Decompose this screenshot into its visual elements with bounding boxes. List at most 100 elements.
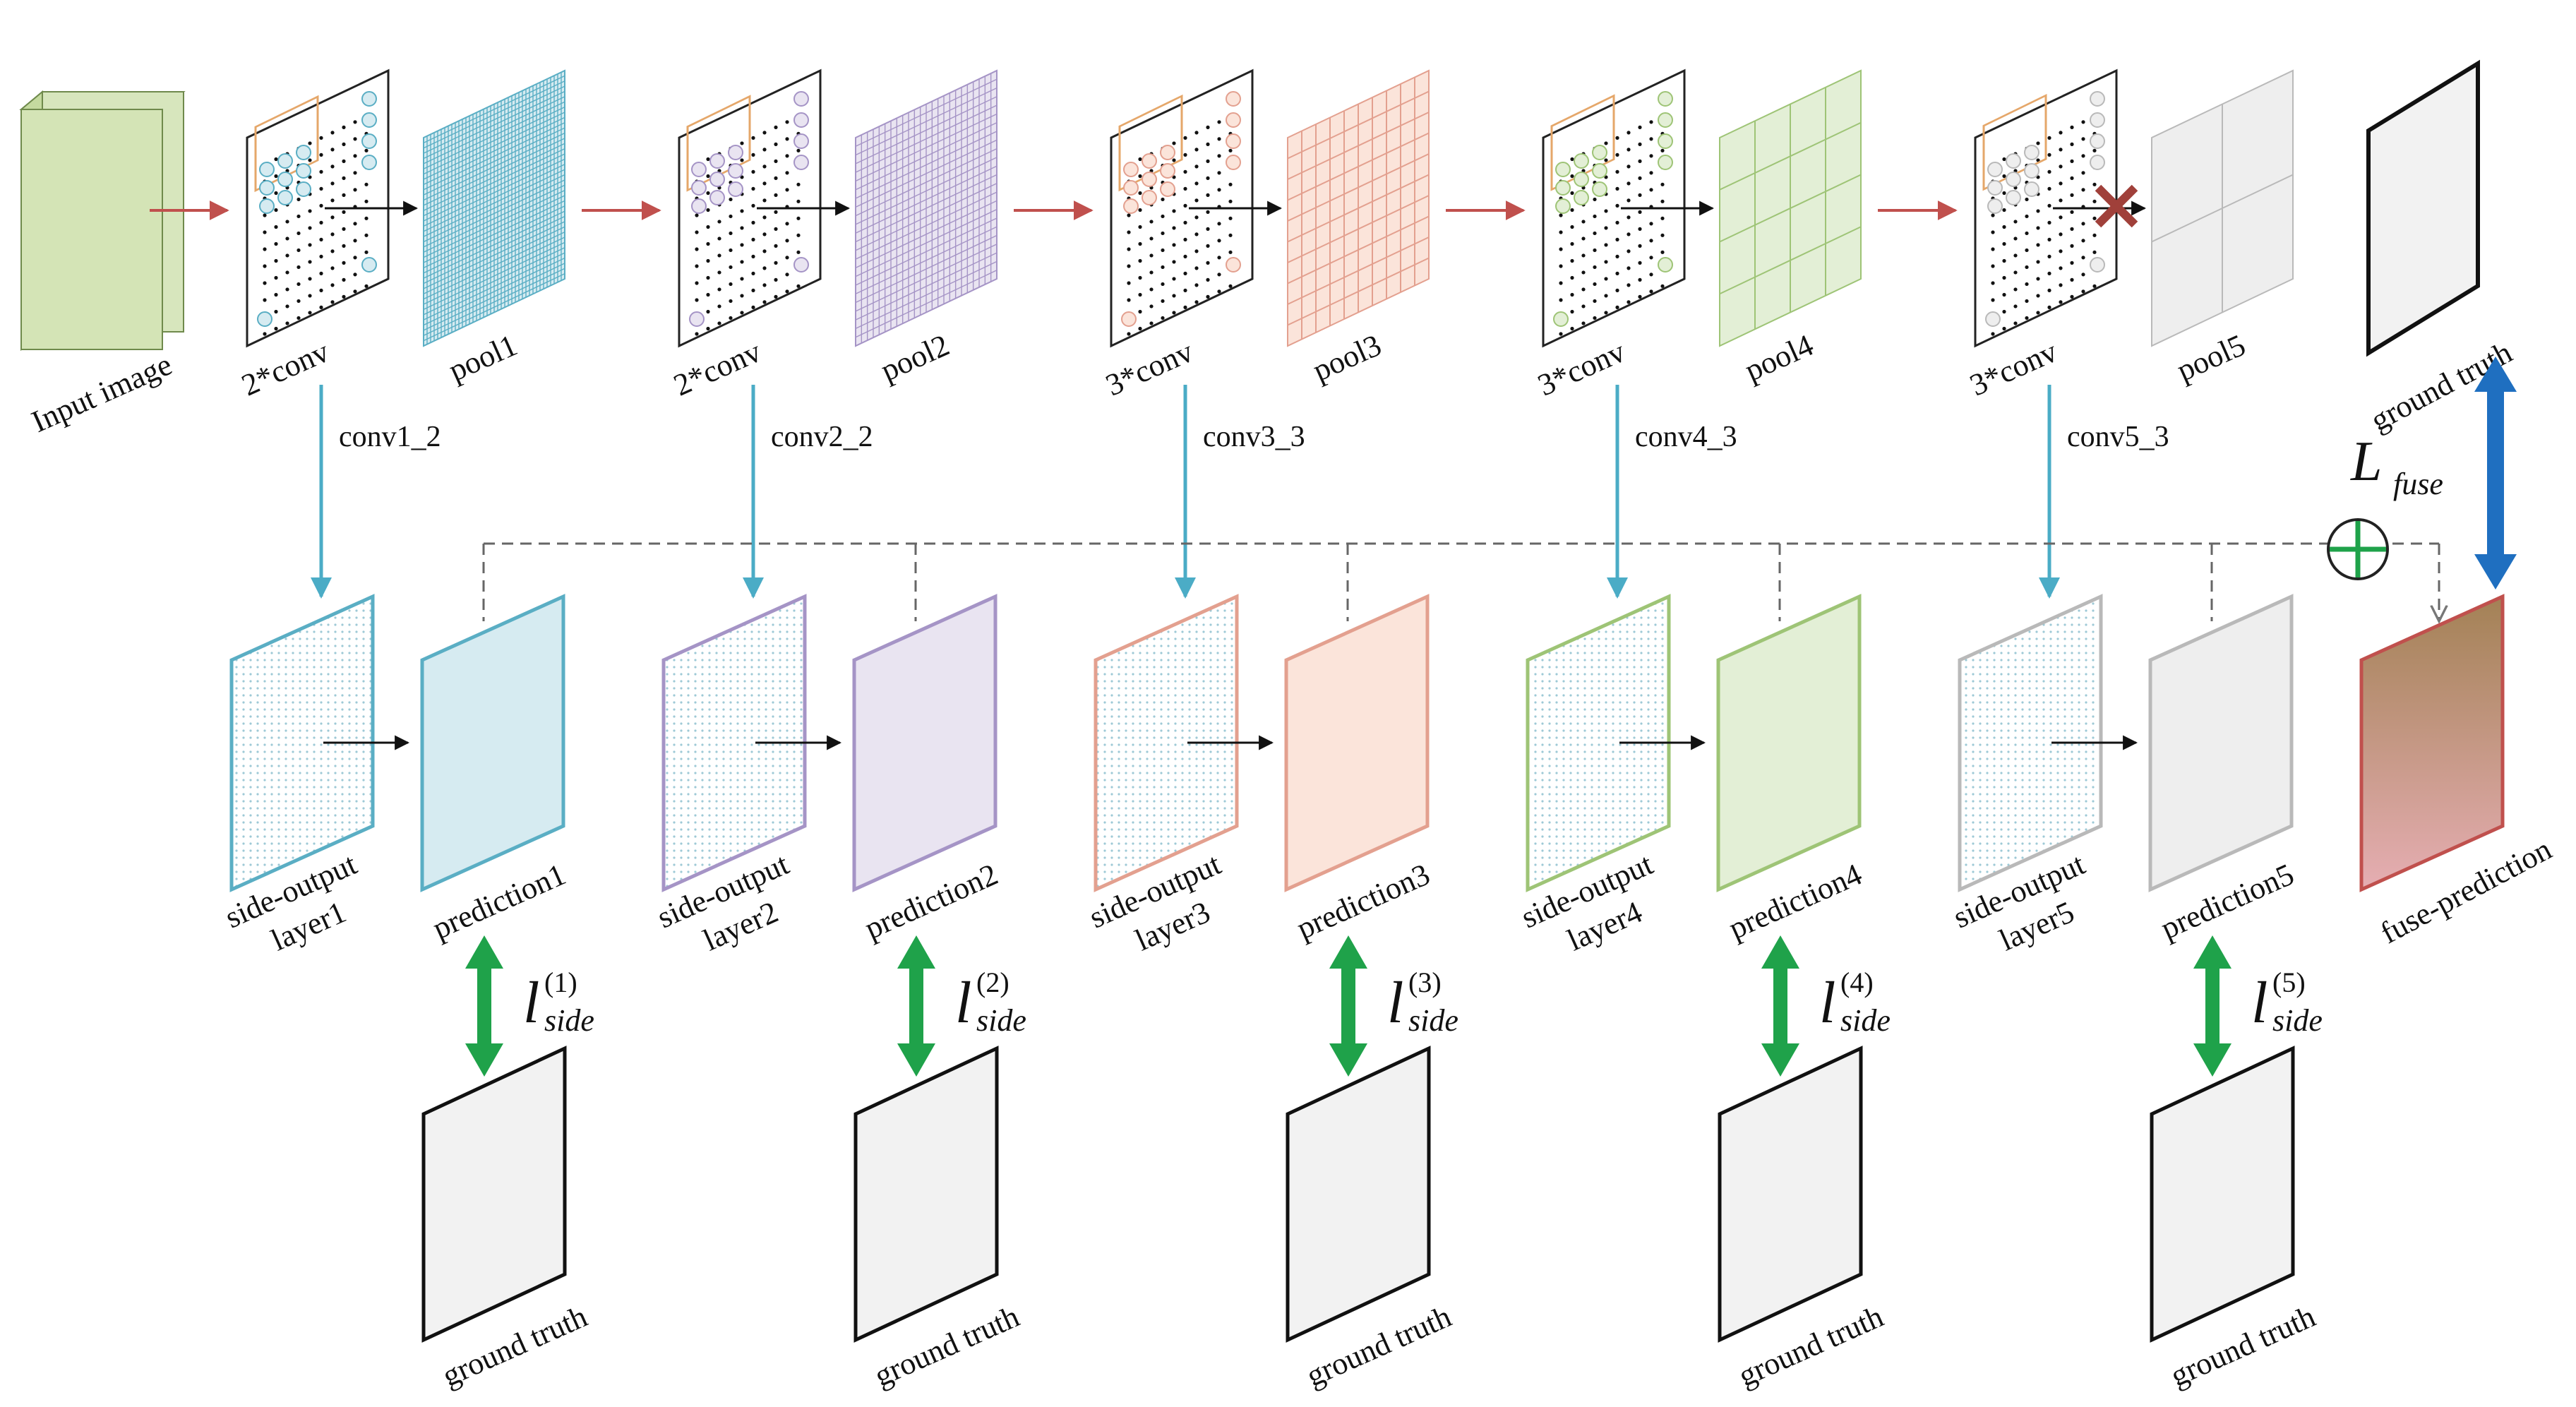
- neuron-dot: [2002, 157, 2006, 162]
- neuron-dot: [762, 198, 767, 203]
- side-output-layer: [661, 594, 807, 892]
- neuron-dot: [342, 193, 346, 197]
- neuron-dot: [1570, 174, 1574, 179]
- kernel-unit: [1987, 198, 2003, 214]
- neuron-dot: [1217, 289, 1221, 294]
- kernel-unit: [277, 153, 293, 169]
- arrow-head: [1761, 1043, 1799, 1077]
- neuron-dot: [751, 237, 755, 241]
- neuron-dot: [2002, 258, 2006, 263]
- conv-block: [678, 68, 822, 348]
- neuron-dot: [330, 148, 335, 152]
- neuron-dot: [1172, 158, 1176, 162]
- side-loss-subscript: side: [976, 1003, 1026, 1038]
- neuron-dot: [2070, 176, 2074, 180]
- neuron-dot: [796, 199, 801, 203]
- neuron-dot: [1138, 157, 1142, 162]
- neuron-dot: [1194, 215, 1199, 220]
- neuron-dot: [729, 214, 733, 219]
- neuron-dot: [308, 141, 312, 145]
- pool-label: pool5: [2171, 328, 2250, 388]
- neuron-dot: [1581, 321, 1586, 325]
- output-unit: [2090, 133, 2105, 149]
- neuron-dot: [751, 152, 755, 157]
- neuron-dot: [2047, 152, 2051, 157]
- neuron-dot: [353, 289, 357, 294]
- neuron-dot: [319, 169, 323, 174]
- fuse-loss-double-arrow: [2474, 357, 2517, 589]
- neuron-dot: [1570, 224, 1574, 229]
- neuron-dot: [1581, 253, 1586, 258]
- output-unit: [793, 133, 809, 149]
- kernel-unit: [1987, 180, 2003, 196]
- neuron-dot: [740, 141, 744, 145]
- neuron-dot: [1206, 227, 1210, 231]
- neuron-dot: [1660, 233, 1665, 237]
- neuron-dot: [774, 244, 778, 248]
- side-loss-subscript: side: [1840, 1003, 1891, 1038]
- pool-label: pool4: [1739, 328, 1818, 388]
- neuron-dot: [1559, 298, 1563, 302]
- neuron-dot: [2002, 292, 2006, 297]
- output-unit: [361, 112, 377, 128]
- neuron-dot: [796, 284, 801, 288]
- output-unit: [1658, 257, 1673, 273]
- neuron-dot: [1149, 220, 1154, 224]
- neuron-dot: [274, 241, 278, 246]
- fusion-plus-icon: [2327, 518, 2389, 580]
- neuron-dot: [774, 294, 778, 299]
- side-output-layer: [1094, 594, 1239, 892]
- neuron-dot: [1194, 181, 1199, 186]
- kernel-unit: [259, 180, 275, 196]
- neuron-dot: [1593, 197, 1597, 202]
- neuron-dot: [706, 309, 710, 314]
- input-image-block: [19, 90, 186, 352]
- ground-truth-map: [853, 1046, 999, 1343]
- kernel-unit: [1555, 180, 1571, 196]
- neuron-dot: [2081, 137, 2085, 141]
- neuron-dot: [796, 182, 801, 186]
- neuron-dot: [274, 174, 278, 179]
- neuron-dot: [1660, 284, 1665, 288]
- neuron-dot: [2002, 326, 2006, 331]
- neuron-dot: [2025, 265, 2029, 270]
- neuron-dot: [1649, 137, 1653, 141]
- neuron-dot: [330, 181, 335, 186]
- kernel-unit: [2024, 145, 2039, 160]
- output-unit: [1226, 133, 1241, 149]
- neuron-dot: [308, 243, 312, 247]
- neuron-dot: [729, 299, 733, 304]
- neuron-dot: [364, 182, 369, 186]
- neuron-dot: [762, 215, 767, 220]
- neuron-dot: [774, 176, 778, 180]
- neuron-dot: [2081, 239, 2085, 243]
- kernel-unit: [1142, 190, 1157, 205]
- neuron-dot: [1638, 176, 1642, 180]
- neuron-dot: [2013, 253, 2018, 258]
- neuron-dot: [751, 203, 755, 208]
- neuron-dot: [1991, 298, 1995, 302]
- neuron-dot: [706, 258, 710, 263]
- output-unit: [1226, 155, 1241, 170]
- neuron-dot: [774, 125, 778, 129]
- output-unit: [1226, 257, 1241, 273]
- side-loss-symbol: l: [1819, 970, 1835, 1036]
- neuron-dot: [1581, 220, 1586, 224]
- neuron-dot: [274, 191, 278, 196]
- neuron-dot: [1570, 191, 1574, 196]
- side-output-layer: [1958, 594, 2103, 892]
- neuron-dot: [2025, 299, 2029, 304]
- conv-block: [1974, 68, 2118, 348]
- neuron-dot: [2081, 256, 2085, 260]
- neuron-dot: [1161, 299, 1165, 304]
- neuron-dot: [1161, 265, 1165, 270]
- neuron-dot: [1206, 277, 1210, 282]
- neuron-dot: [706, 157, 710, 162]
- neuron-dot: [1581, 304, 1586, 309]
- neuron-dot: [1149, 270, 1154, 275]
- conv-block: [246, 68, 390, 348]
- kernel-unit: [709, 190, 725, 205]
- output-unit: [257, 311, 272, 327]
- neuron-dot: [774, 159, 778, 163]
